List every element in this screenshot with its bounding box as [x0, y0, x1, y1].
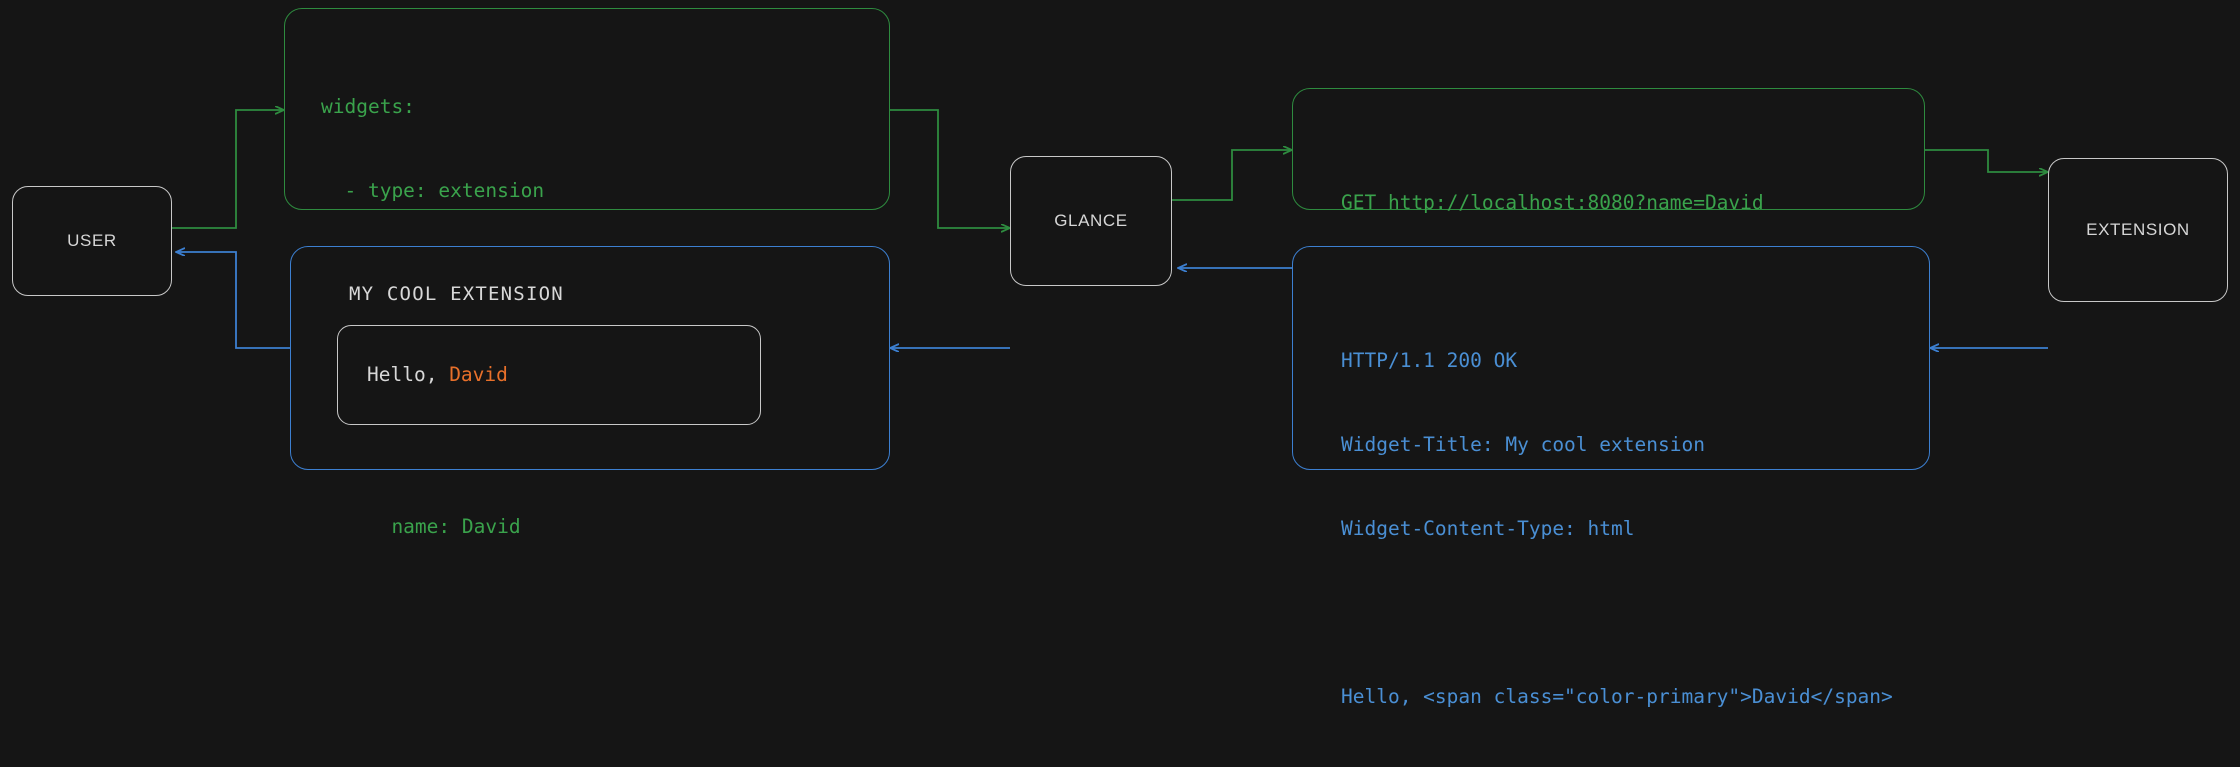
widget-preview-inner — [337, 325, 761, 425]
response-line: HTTP/1.1 200 OK — [1341, 349, 1518, 372]
node-extension[interactable]: EXTENSION — [2048, 158, 2228, 302]
config-line: widgets: — [321, 95, 415, 118]
http-request-code: GET http://localhost:8080?name=David — [1341, 133, 1764, 273]
http-request-card[interactable]: GET http://localhost:8080?name=David — [1292, 88, 1925, 214]
widget-body-prefix: Hello, — [367, 363, 450, 386]
node-glance-label: GLANCE — [1054, 211, 1128, 230]
response-line — [1341, 599, 1893, 627]
config-yaml-card[interactable]: widgets: - type: extension url: http://l… — [284, 8, 890, 538]
node-user-label: USER — [67, 231, 117, 250]
config-line: name: David — [321, 515, 521, 538]
widget-body-name: David — [449, 363, 508, 386]
node-glance[interactable]: GLANCE — [1010, 156, 1172, 286]
widget-preview-card[interactable]: MY COOL EXTENSION Hello, David — [290, 246, 890, 470]
request-line: GET http://localhost:8080?name=David — [1341, 191, 1764, 214]
http-response-code: HTTP/1.1 200 OK Widget-Title: My cool ex… — [1341, 291, 1893, 767]
diagram-canvas: USER GLANCE EXTENSION widgets: - type: e… — [12, 8, 2228, 708]
node-extension-label: EXTENSION — [2086, 220, 2190, 239]
response-line: Widget-Title: My cool extension — [1341, 433, 1705, 456]
http-response-card[interactable]: HTTP/1.1 200 OK Widget-Title: My cool ex… — [1292, 246, 1930, 708]
widget-preview-title: MY COOL EXTENSION — [349, 283, 564, 305]
widget-preview-body: Hello, David — [367, 363, 508, 386]
response-line: Hello, <span class="color-primary">David… — [1341, 685, 1893, 708]
node-user[interactable]: USER — [12, 186, 172, 296]
response-line: Widget-Content-Type: html — [1341, 517, 1635, 540]
config-line: - type: extension — [321, 179, 545, 202]
